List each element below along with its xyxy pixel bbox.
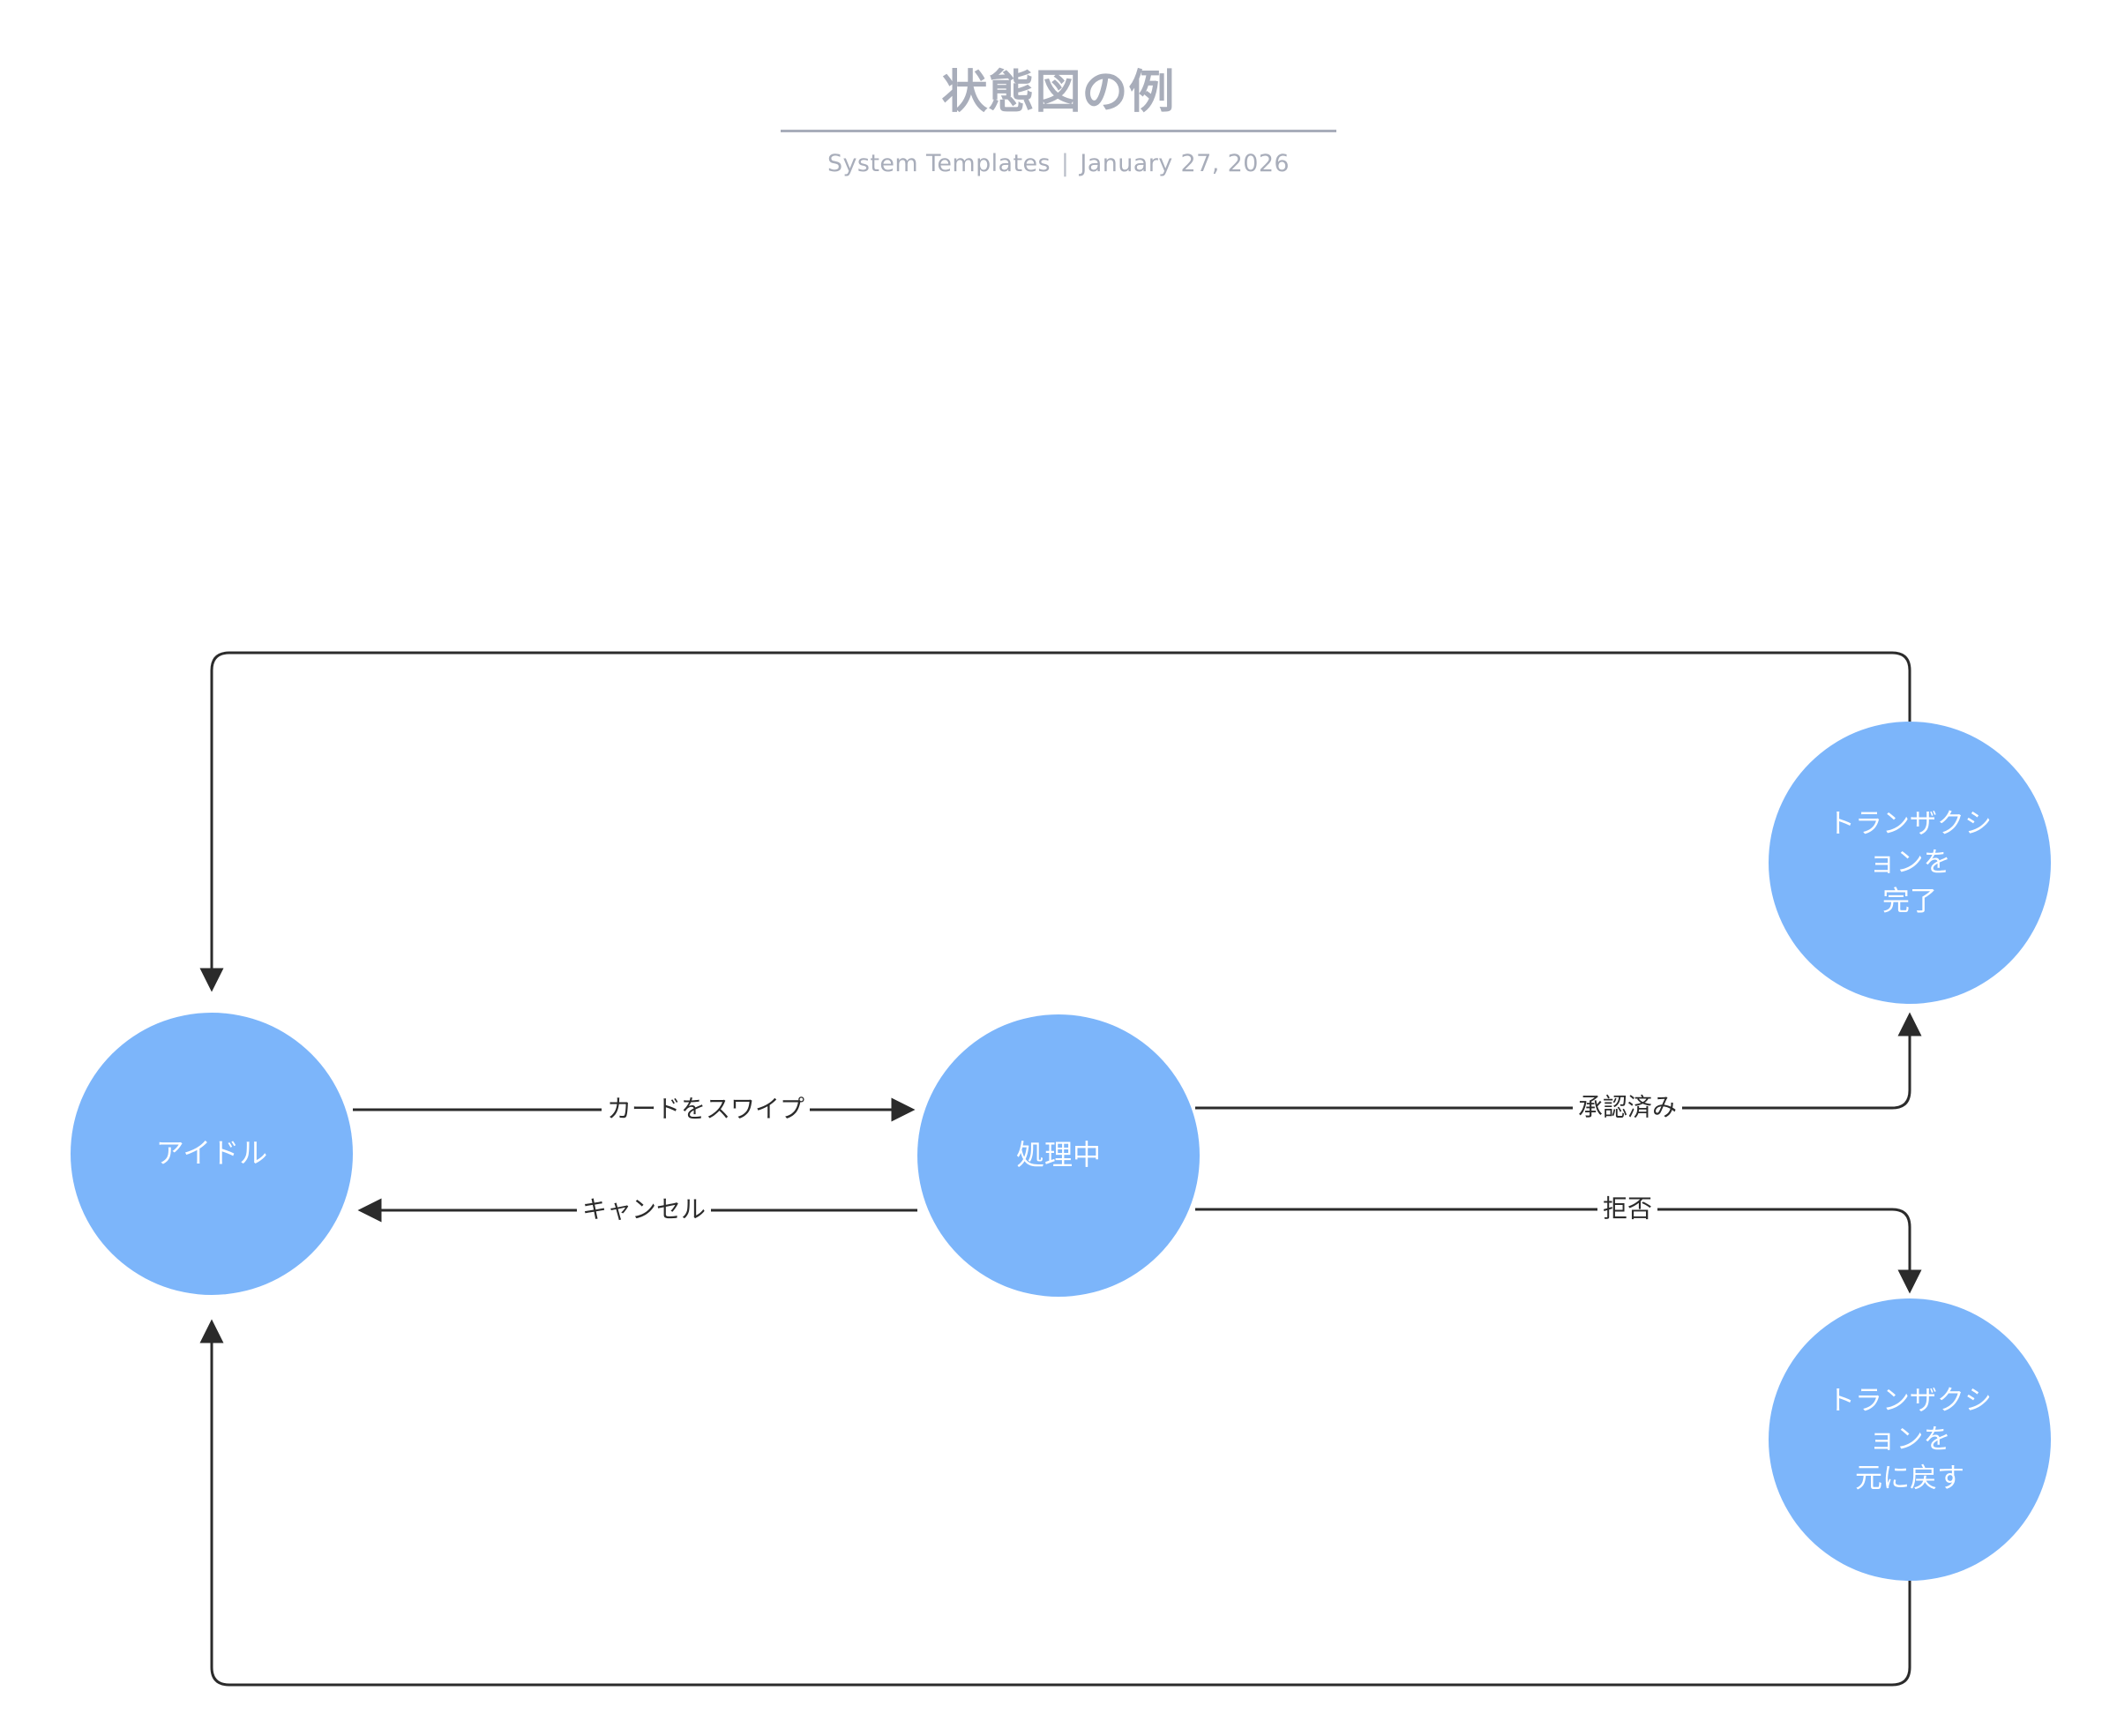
page-header: 状態図の例 System Templates | January 27, 2026 [0,0,2117,177]
state-node-revert-transaction[interactable]: トランザクシ ョンを 元に戻す [1769,1298,2051,1581]
edge-process-to-revert [1195,1208,1922,1294]
edge-process-to-complete [1195,1012,1922,1110]
edge-label-cancel: キャンセル [576,1196,712,1224]
edge-complete-to-idle [199,651,1911,992]
subtitle-separator: | [1060,149,1070,177]
state-node-revert-transaction-label: トランザクシ ョンを 元に戻す [1828,1384,1992,1494]
edge-label-rejected: 拒否 [1597,1195,1658,1223]
state-node-processing-label: 処理中 [1015,1138,1101,1172]
subtitle-source: System Templates [827,149,1051,177]
state-node-idle-label: アイドル [155,1136,268,1171]
edge-label-approved: 承認済み [1572,1094,1683,1122]
edge-revert-to-idle [199,1319,1911,1687]
subtitle-date: January 27, 2026 [1080,149,1290,177]
edge-label-swipe-card: カードをスワイプ [601,1096,811,1124]
page-subtitle: System Templates | January 27, 2026 [0,150,2117,177]
state-node-complete-transaction[interactable]: トランザクシ ョンを 完了 [1769,722,2051,1004]
title-divider [781,129,1336,132]
state-node-processing[interactable]: 処理中 [917,1014,1200,1297]
state-node-idle[interactable]: アイドル [71,1013,353,1295]
page-title: 状態図の例 [941,66,1176,119]
state-node-complete-transaction-label: トランザクシ ョンを 完了 [1828,807,1992,917]
